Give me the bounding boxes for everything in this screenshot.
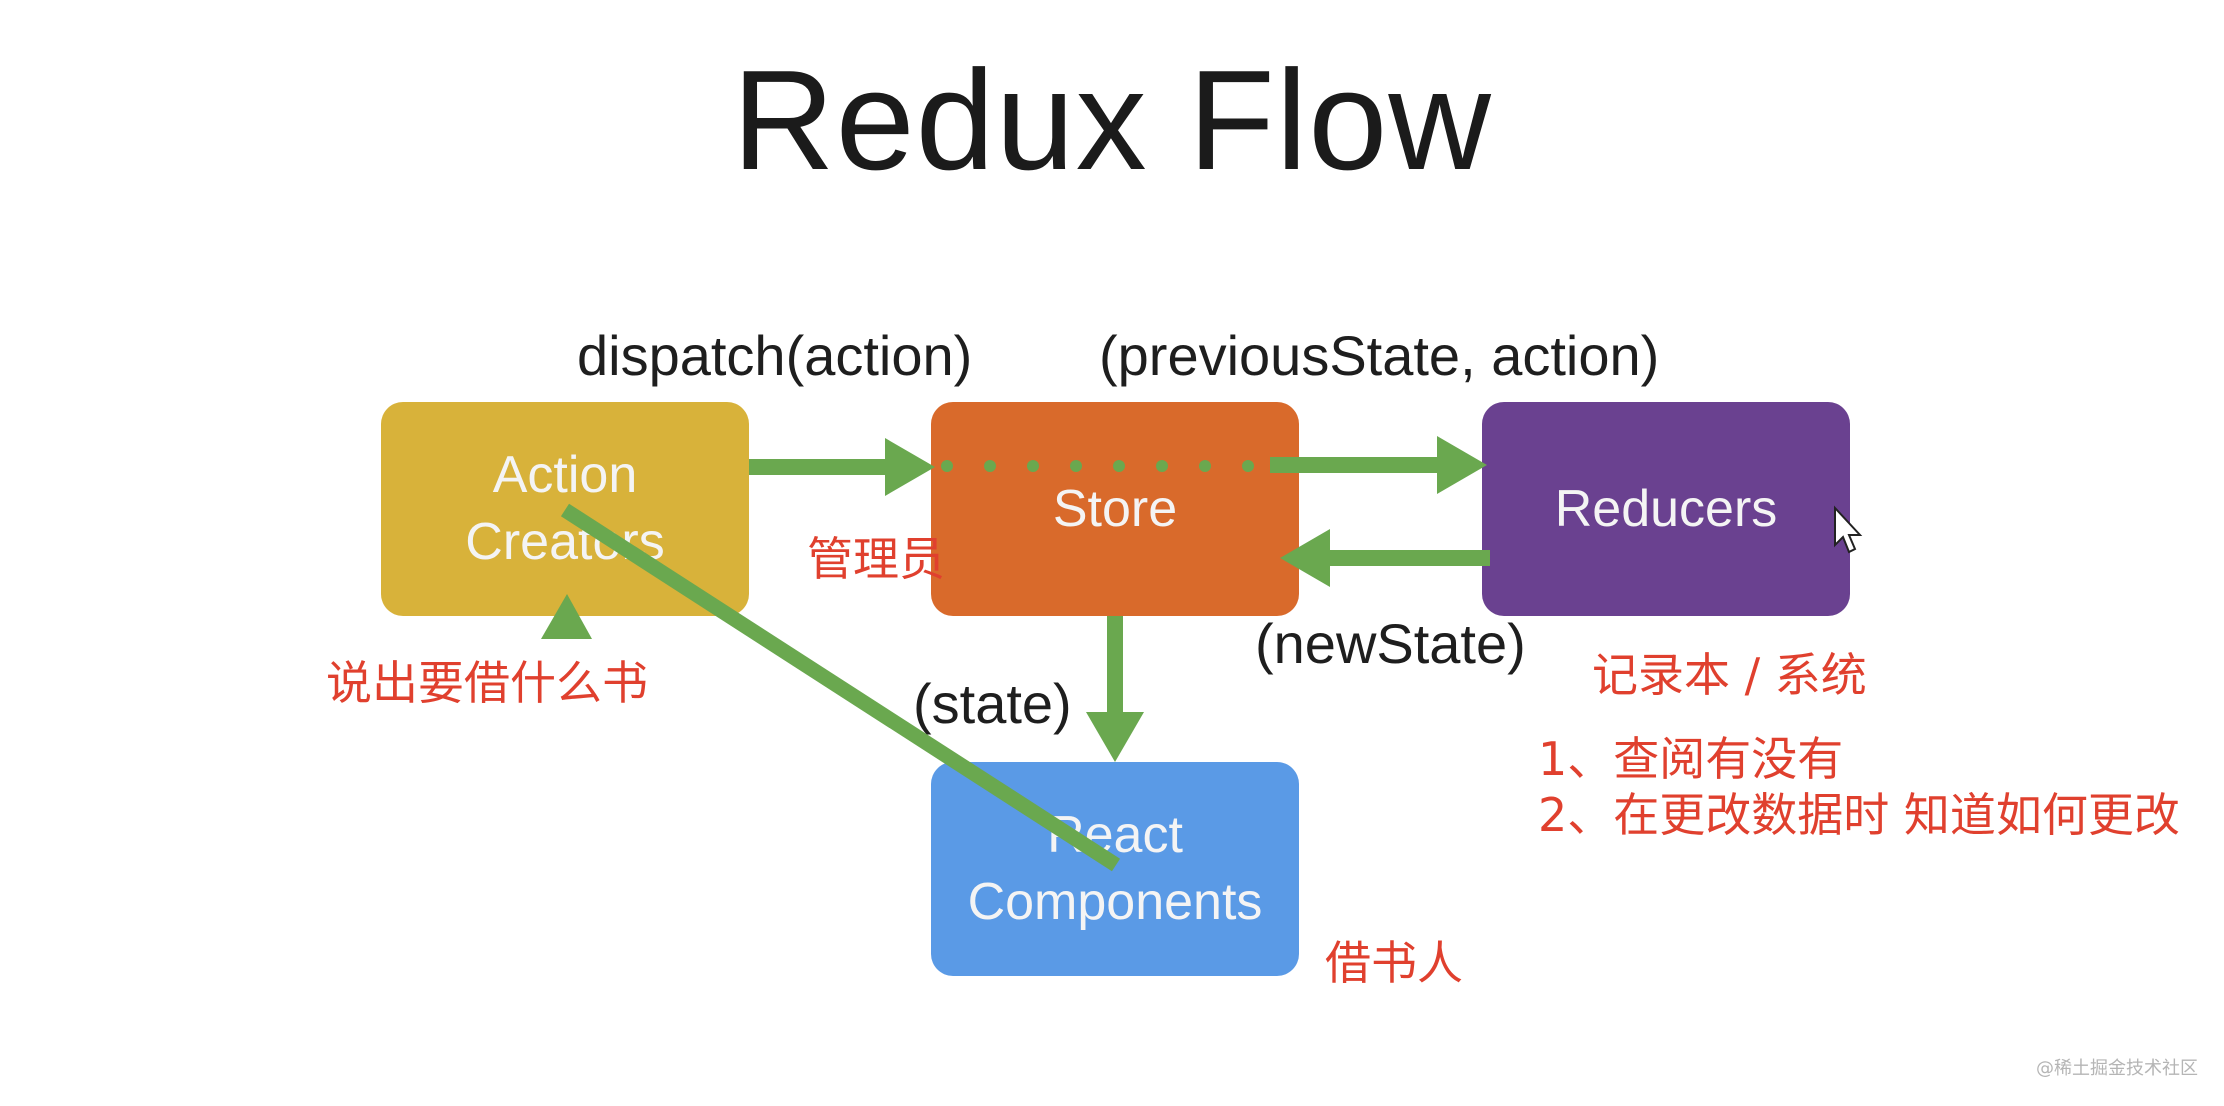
reducers-label: Reducers <box>1554 479 1778 538</box>
store-label: Store <box>1052 479 1178 538</box>
react-components-note: 借书人 <box>1325 936 1463 990</box>
state-arrow <box>1086 616 1144 762</box>
diagram-title: Redux Flow <box>732 41 1492 200</box>
cursor-icon <box>1834 505 1863 554</box>
reducers-note: 记录本 / 系统 <box>1592 648 1867 702</box>
action-creators-note: 说出要借什么书 <box>326 656 648 710</box>
new-state-arrow <box>1280 529 1490 587</box>
reducers-point-1: 1、查阅有没有 <box>1538 732 1844 786</box>
dispatch-arrow <box>749 438 935 496</box>
store-dotted-connector <box>941 460 1254 472</box>
reducer-call-arrow <box>1270 436 1487 494</box>
reducers-box: Reducers <box>1482 402 1850 616</box>
store-note: 管理员 <box>807 532 945 586</box>
state-label: (state) <box>913 672 1072 735</box>
reducers-point-2: 2、在更改数据时 知道如何更改 <box>1538 788 2180 842</box>
react-components-box: React Components <box>931 762 1299 976</box>
new-state-label: (newState) <box>1255 612 1526 675</box>
react-components-label: React Components <box>967 806 1263 931</box>
dispatch-label: dispatch(action) <box>577 324 973 387</box>
store-box: Store <box>931 402 1299 616</box>
previous-state-label: (previousState, action) <box>1099 324 1660 387</box>
user-action-arrow <box>541 503 1121 872</box>
watermark: @稀土掘金技术社区 <box>2036 1058 2198 1079</box>
